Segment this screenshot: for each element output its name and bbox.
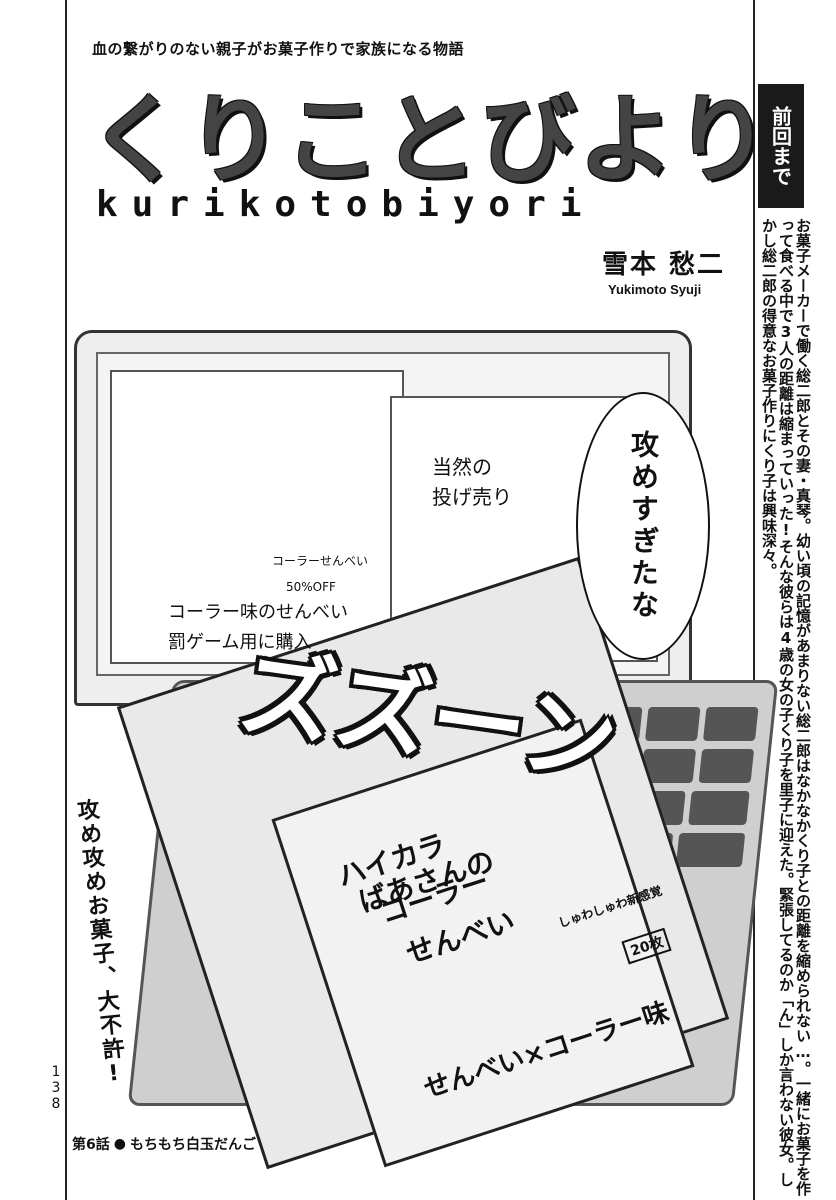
author-romaji: Yukimoto Syuji — [608, 282, 702, 297]
price-sticker-label: コーラーせんべい — [272, 554, 369, 568]
browser-window-left — [110, 370, 404, 664]
chapter-title: もちもち白玉だんご — [129, 1137, 256, 1153]
recap-text: お菓子メーカーで働く総二郎とその妻・真琴。幼い頃の記憶があまりない総二郎はなかな… — [760, 218, 812, 1196]
page-number: 138 — [48, 1064, 64, 1112]
series-title-romaji: kurikotobiyori — [96, 184, 596, 225]
series-subtitle: 血の繋がりのない親子がお菓子作りで家族になる物語 — [92, 40, 465, 58]
chapter-label: 第6話 — [72, 1137, 110, 1153]
map-pin-icon: ● — [113, 1136, 126, 1152]
screen-caption-left: コーラー味のせんべい 罰ゲーム用に購入 — [168, 602, 348, 653]
price-sticker-discount: 50%OFF — [286, 580, 336, 594]
chapter-heading: 第6話 ● もちもち白玉だんご — [72, 1134, 256, 1154]
balloon-text: 攻めすぎたな — [627, 430, 660, 622]
recap-label: 前回まで — [758, 84, 804, 208]
author-name: 雪本 愁二 — [602, 250, 726, 280]
series-title: くりことびより — [88, 84, 773, 196]
speech-balloon: 攻めすぎたな — [576, 392, 710, 660]
page-frame — [65, 0, 755, 1200]
screen-caption-right: 当然の 投げ売り — [432, 455, 512, 509]
